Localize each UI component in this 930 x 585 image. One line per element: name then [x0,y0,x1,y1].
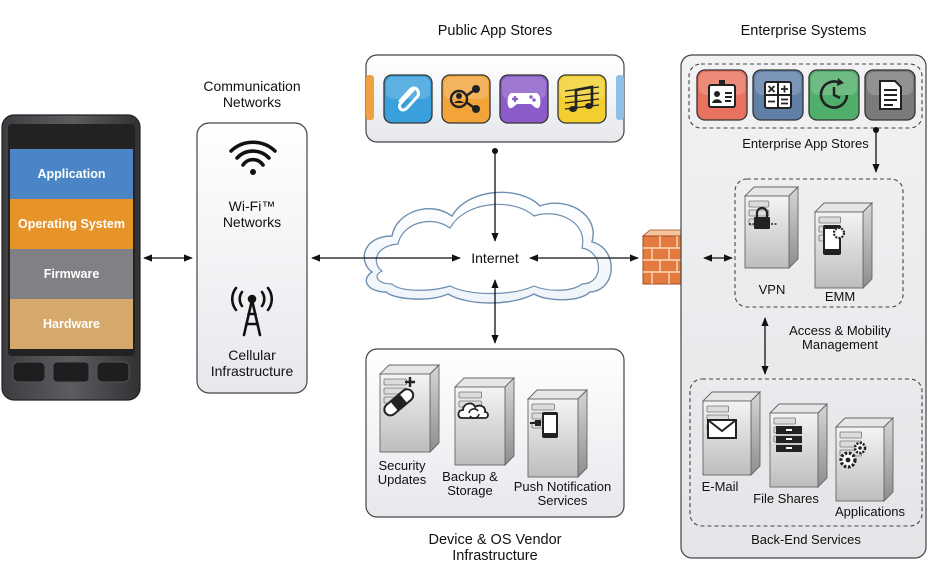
emm-label: EMM [824,289,856,304]
id-badge-icon [696,69,748,121]
server-cloud-sync [453,376,516,467]
server-label-push-notification: Push Notification Services [513,479,612,508]
internet-cloud [363,191,612,304]
access-mobility-management-label: Access & Mobility Management [789,323,891,352]
wifi-networks-label: Wi-Fi™ Networks [222,198,282,230]
server-label-security-updates: Security Updates [377,458,427,487]
server-emm [813,201,874,290]
server-bandage-plus [378,363,441,454]
communication-networks-panel [196,122,308,394]
internet-label: Internet [471,250,519,266]
layer-hardware: Hardware [10,299,133,349]
layer-operating-system: Operating System [10,199,133,249]
server-gears [834,416,895,503]
layer-application: Application [10,149,133,199]
server-label-email: E-Mail [701,479,739,494]
music-note-icon [557,74,607,124]
public-app-stores-title: Public App Stores [437,23,553,39]
clock-icon [808,69,860,121]
document-icon [864,69,916,121]
server-file-cabinet [768,402,829,489]
layer-firmware: Firmware [10,249,133,299]
device-button-right [96,361,130,383]
device-button-home [52,361,90,383]
wifi-icon [229,140,277,175]
back-end-services-group [689,378,923,527]
server-push-phone [526,388,589,479]
gamepad-icon [499,74,549,124]
back-end-services-label: Back-End Services [751,532,861,547]
share-user-icon [441,74,491,124]
server-label-applications: Applications [834,504,906,519]
enterprise-systems-title: Enterprise Systems [740,23,867,39]
server-vpn [743,185,800,270]
server-envelope [701,390,762,477]
server-label-backup-storage: Backup & Storage [442,469,498,498]
access-management-group [734,178,904,308]
enterprise-app-stores-group [688,63,923,129]
app-tile-partial-left [366,75,374,120]
cellular-infrastructure-label: Cellular Infrastructure [210,347,294,379]
enterprise-app-stores-label: Enterprise App Stores [742,136,869,151]
server-label-file-shares: File Shares [753,491,819,506]
connector-dot-public-stores [492,148,498,154]
paperclip-icon [383,74,433,124]
vpn-label: VPN [758,282,786,297]
device-button-left [12,361,46,383]
app-tile-partial-right [616,75,624,120]
communication-networks-title: Communication Networks [203,78,301,110]
cell-tower-icon [231,286,273,337]
calculator-icon [752,69,804,121]
vendor-infrastructure-title: Device & OS Vendor Infrastructure [428,532,562,564]
connector-dot-enterprise-stores [873,127,879,133]
